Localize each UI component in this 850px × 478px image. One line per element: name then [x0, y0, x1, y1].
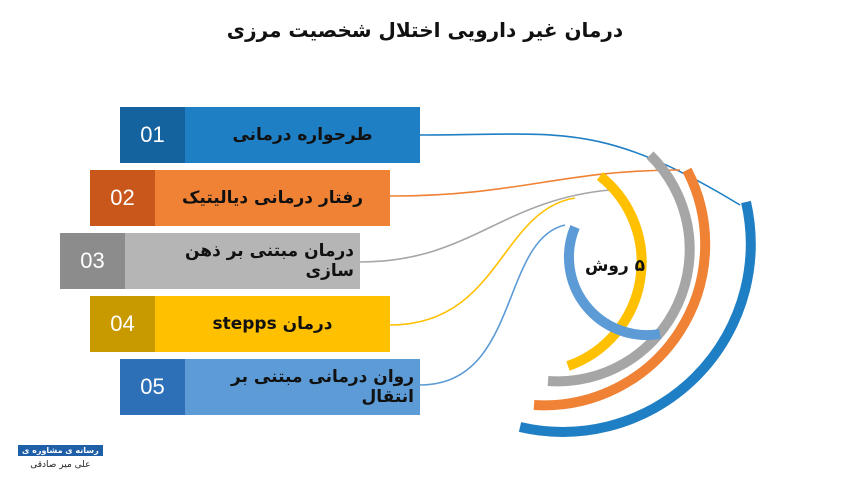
method-label: درمان stepps — [155, 296, 390, 352]
method-number: 05 — [120, 359, 185, 415]
method-number: 04 — [90, 296, 155, 352]
method-label: طرحواره درمانی — [185, 107, 420, 163]
method-label: درمان مبتنی بر ذهن سازی — [125, 233, 360, 289]
connector-4 — [389, 197, 576, 326]
method-row-3: 03 درمان مبتنی بر ذهن سازی — [60, 233, 360, 289]
arc-3 — [547, 151, 695, 387]
method-row-4: 04 درمان stepps — [90, 296, 390, 352]
logo-subtitle: علی میر صادقی — [30, 460, 91, 470]
center-label: ۵ روش — [584, 256, 646, 276]
method-label: روان درمانی مبتنی بر انتقال — [185, 359, 420, 415]
connector-5 — [419, 224, 566, 386]
method-label: رفتار درمانی دیالیتیک — [155, 170, 390, 226]
method-row-1: 01 طرحواره درمانی — [120, 107, 420, 163]
logo: رسانه ی مشاوره ی علی میر صادقی — [18, 438, 103, 470]
method-number: 03 — [60, 233, 125, 289]
diagram-title: درمان غیر دارویی اختلال شخصیت مرزی — [226, 18, 624, 42]
arc-2 — [533, 167, 711, 411]
connector-3 — [359, 189, 611, 263]
arc-1 — [518, 200, 756, 437]
method-row-5: 05 روان درمانی مبتنی بر انتقال — [120, 359, 420, 415]
method-number: 01 — [120, 107, 185, 163]
method-number: 02 — [90, 170, 155, 226]
arc-4 — [566, 172, 647, 371]
connector-2 — [389, 169, 681, 197]
arc-5 — [563, 225, 661, 341]
logo-title: رسانه ی مشاوره ی — [18, 445, 103, 456]
method-row-2: 02 رفتار درمانی دیالیتیک — [90, 170, 390, 226]
